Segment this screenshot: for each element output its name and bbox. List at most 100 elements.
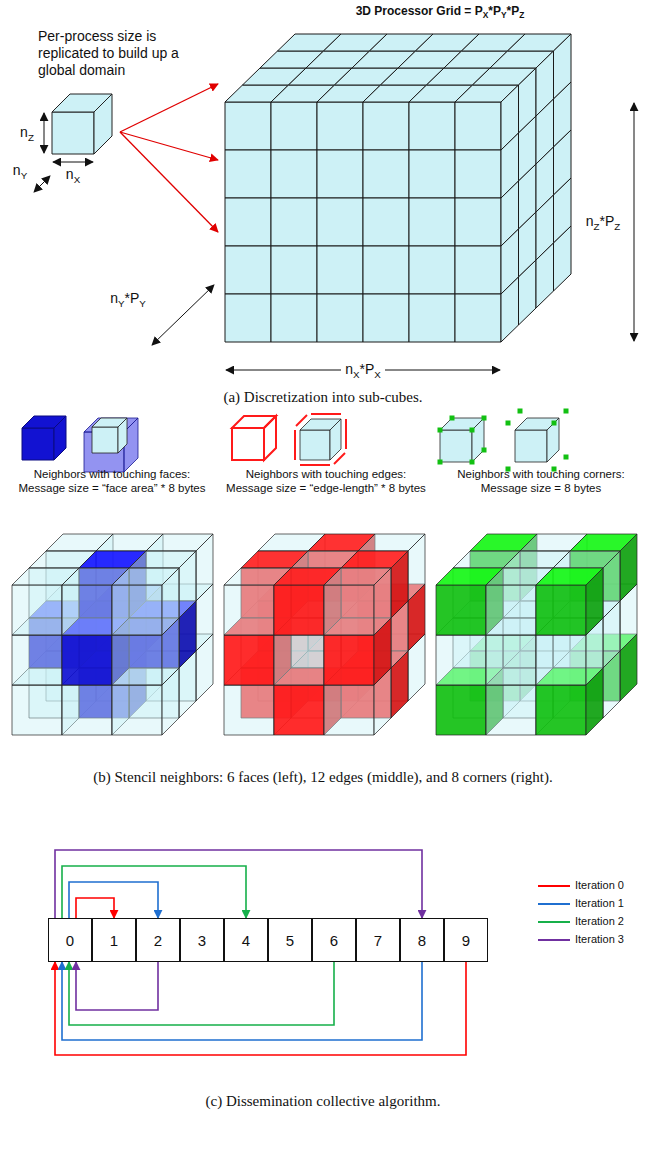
- cube-face: [515, 430, 547, 462]
- dimension-label: 3D Processor Grid = PX*PY*PZ: [305, 4, 575, 20]
- cube-face: [271, 102, 317, 150]
- edge-mark: [345, 419, 347, 449]
- array-cell: 4: [224, 918, 268, 962]
- label-part: *P: [488, 4, 501, 18]
- edge-mark: [334, 453, 345, 464]
- cell-number: 6: [330, 932, 338, 949]
- cube-face: [317, 150, 363, 198]
- neighbor-note: Neighbors with touching faces: Message s…: [10, 468, 215, 496]
- panel-b-figure: [12, 409, 637, 736]
- neighbor-note: Neighbors with touching edges: Message s…: [224, 468, 429, 496]
- cube-face: [225, 246, 271, 294]
- corner-mark: [564, 455, 569, 460]
- dimension-arrow: [44, 113, 45, 153]
- corner-mark: [470, 428, 475, 433]
- label-part: *P: [507, 4, 520, 18]
- dimension-label: nX*PX: [341, 361, 385, 381]
- iteration-arrow: [62, 866, 246, 918]
- cube-face: [12, 585, 62, 635]
- cube-face: [62, 635, 112, 685]
- cube-face: [554, 226, 572, 291]
- cube-face: [374, 568, 391, 635]
- array-cell: 8: [400, 918, 444, 962]
- label-part: n: [586, 213, 594, 229]
- subscript: Y: [118, 298, 125, 309]
- stencil-cube: [224, 534, 425, 735]
- cube-face: [603, 551, 620, 618]
- edge-mark: [294, 430, 296, 460]
- dimension-arrow: [34, 176, 50, 192]
- cell-number: 8: [418, 932, 426, 949]
- iteration-arrow: [55, 962, 466, 1055]
- cube-face: [486, 585, 536, 635]
- cube-face: [472, 418, 484, 462]
- panel-a-figure: [34, 34, 634, 370]
- cube-face: [112, 685, 162, 735]
- cube-face: [408, 534, 425, 601]
- iteration-arrow: [76, 962, 158, 1010]
- cube-face: [225, 102, 271, 150]
- cube-face: [317, 294, 363, 342]
- cube-face: [317, 198, 363, 246]
- cube-face: [271, 150, 317, 198]
- cell-number: 3: [198, 932, 206, 949]
- cell-number: 5: [286, 932, 294, 949]
- cube-face: [224, 585, 274, 635]
- legend-line: [538, 921, 570, 923]
- array-cell: 0: [48, 918, 92, 962]
- cube-face: [586, 568, 603, 635]
- cube-face: [324, 585, 374, 635]
- cell-number: 2: [154, 932, 162, 949]
- cube-face: [232, 428, 264, 460]
- label-part: n: [20, 124, 28, 140]
- legend-line: [538, 903, 570, 905]
- array-cell: 7: [356, 918, 400, 962]
- subscript: Z: [519, 10, 524, 20]
- figure-caption: (c) Dissemination collective algorithm.: [23, 1092, 623, 1110]
- subscript: Y: [21, 170, 28, 181]
- cube-face: [112, 635, 162, 685]
- cube-face: [536, 685, 586, 735]
- cube-face: [224, 685, 274, 735]
- corner-mark: [564, 409, 569, 414]
- subscript: Y: [501, 10, 507, 20]
- stencil-cube: [12, 534, 213, 735]
- subscript: Z: [614, 221, 620, 232]
- cell-number: 9: [462, 932, 470, 949]
- cube-face: [271, 294, 317, 342]
- cube-face: [271, 198, 317, 246]
- corner-mark: [438, 460, 443, 465]
- iteration-arrow: [69, 882, 158, 918]
- cell-number: 7: [374, 932, 382, 949]
- label-part: *P: [125, 290, 140, 306]
- cube-face: [12, 635, 62, 685]
- label-part: *P: [360, 361, 375, 377]
- array-cell: 1: [92, 918, 136, 962]
- label-part: *P: [600, 213, 615, 229]
- dimension-label: Per-process size is replicated to build …: [38, 28, 210, 78]
- corner-mark: [518, 409, 523, 414]
- cube-face: [409, 198, 455, 246]
- cube-face: [317, 102, 363, 150]
- iteration-arrow: [69, 962, 334, 1025]
- subscript: X: [353, 369, 360, 380]
- cube-face: [455, 102, 501, 150]
- corner-mark: [506, 421, 511, 426]
- dimension-arrow: [53, 162, 93, 163]
- cube-face: [22, 428, 54, 460]
- cube-face: [330, 419, 341, 460]
- label-part: n: [66, 166, 74, 182]
- subscript: Y: [139, 298, 146, 309]
- label-part: n: [13, 162, 21, 178]
- cube-face: [274, 635, 324, 685]
- cube-face: [409, 294, 455, 342]
- label-part: n: [345, 361, 353, 377]
- corner-mark: [438, 428, 443, 433]
- cube-face: [317, 246, 363, 294]
- cube-face: [94, 94, 112, 154]
- cube-face: [363, 246, 409, 294]
- cell-number: 4: [242, 932, 250, 949]
